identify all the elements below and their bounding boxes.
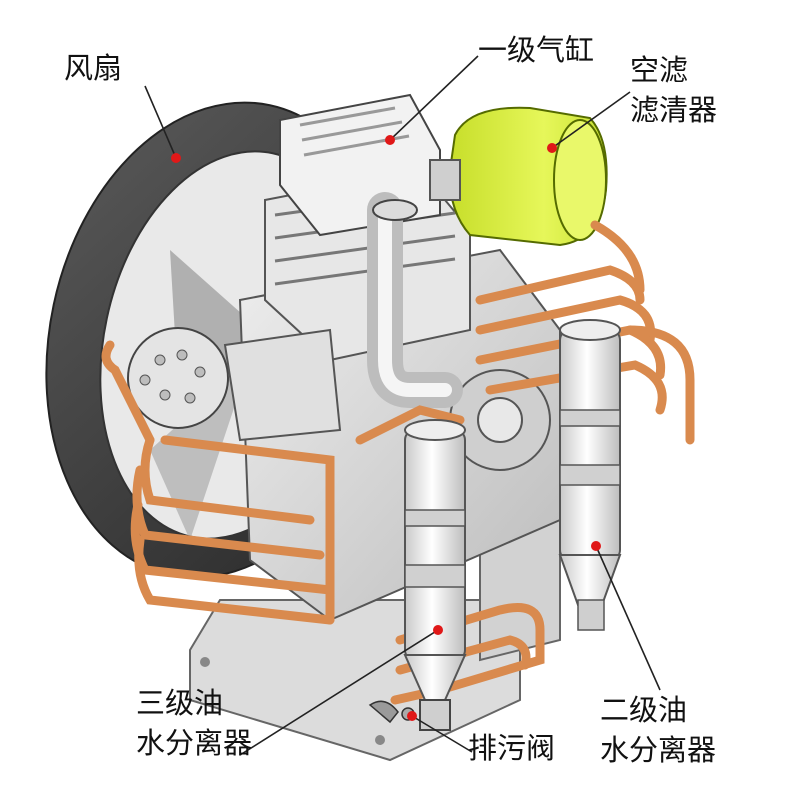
label-stage3-separator-line1: 三级油 xyxy=(136,686,224,720)
label-stage2-separator-line2: 水分离器 xyxy=(600,733,717,767)
lower-cooling-coil xyxy=(355,405,545,705)
label-stage3-separator-line2: 水分离器 xyxy=(136,726,253,760)
marker-stage1-cylinder xyxy=(385,135,395,145)
stage1-cylinder xyxy=(264,93,471,408)
label-stage2-separator-line1: 二级油 xyxy=(600,693,688,727)
marker-fan xyxy=(171,153,181,163)
stage2-separator xyxy=(558,319,622,631)
label-air-filter-line2: 滤清器 xyxy=(630,93,718,127)
label-fan: 风扇 xyxy=(64,51,123,85)
label-stage1-cylinder: 一级气缸 xyxy=(478,33,595,67)
marker-stage3-separator xyxy=(433,625,443,635)
label-air-filter-line1: 空滤 xyxy=(630,53,689,87)
callout-markers xyxy=(171,135,601,721)
label-drain-valve: 排污阀 xyxy=(468,731,556,765)
leader-lines xyxy=(144,55,661,756)
marker-drain-valve xyxy=(407,711,417,721)
left-cooling-coil xyxy=(101,340,335,625)
small-cylinder-head xyxy=(127,327,342,442)
marker-air-filter xyxy=(547,143,557,153)
air-filter xyxy=(429,106,608,247)
stage3-separator xyxy=(403,419,467,701)
label-air-filter: 空滤 滤清器 xyxy=(630,50,717,130)
label-stage2-separator: 二级油 水分离器 xyxy=(600,690,716,770)
label-stage3-separator: 三级油 水分离器 xyxy=(136,683,252,763)
drain-valve xyxy=(368,699,451,731)
marker-stage2-separator xyxy=(591,541,601,551)
right-cooling-coil xyxy=(475,220,695,445)
